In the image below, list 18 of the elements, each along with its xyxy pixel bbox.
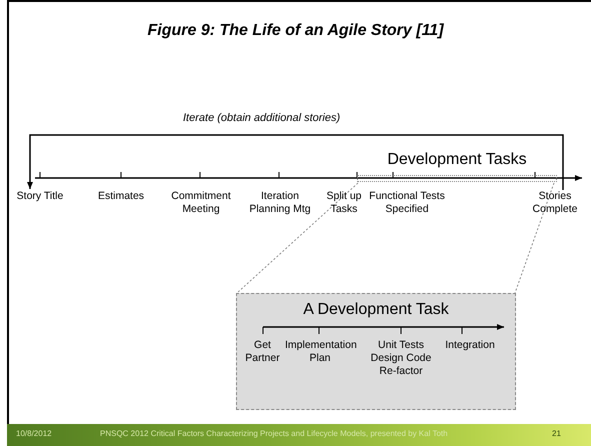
milestone-text: Integration: [444, 339, 496, 352]
panel-heading: A Development Task: [302, 300, 450, 320]
milestone-text: Iteration Planning Mtg: [248, 190, 312, 216]
milestone-text: Get Partner: [244, 339, 281, 365]
milestone-text: Stories Complete: [532, 190, 578, 216]
milestone-text: Unit Tests Design Code Re-factor: [370, 339, 432, 378]
milestone-text: Functional Tests Specified: [368, 190, 446, 216]
band-heading: Development Tasks: [386, 150, 528, 170]
milestone-text: Story Title: [16, 190, 64, 203]
page-number: 21: [552, 429, 561, 438]
milestone-text: Estimates: [96, 190, 146, 203]
milestone-text: Commitment Meeting: [170, 190, 232, 216]
phase-band: [357, 150, 557, 183]
footer-date: 10/8/2012: [16, 429, 52, 438]
footer-text: PNSQC 2012 Critical Factors Characterizing Projects and Lifecycle Models, presented by Kal Toth: [100, 429, 448, 438]
milestone-text: Implementation Plan: [285, 339, 355, 365]
zoom-panel: [236, 293, 516, 410]
figure-title: Figure 9: The Life of an Agile Story [11]: [146, 22, 445, 40]
